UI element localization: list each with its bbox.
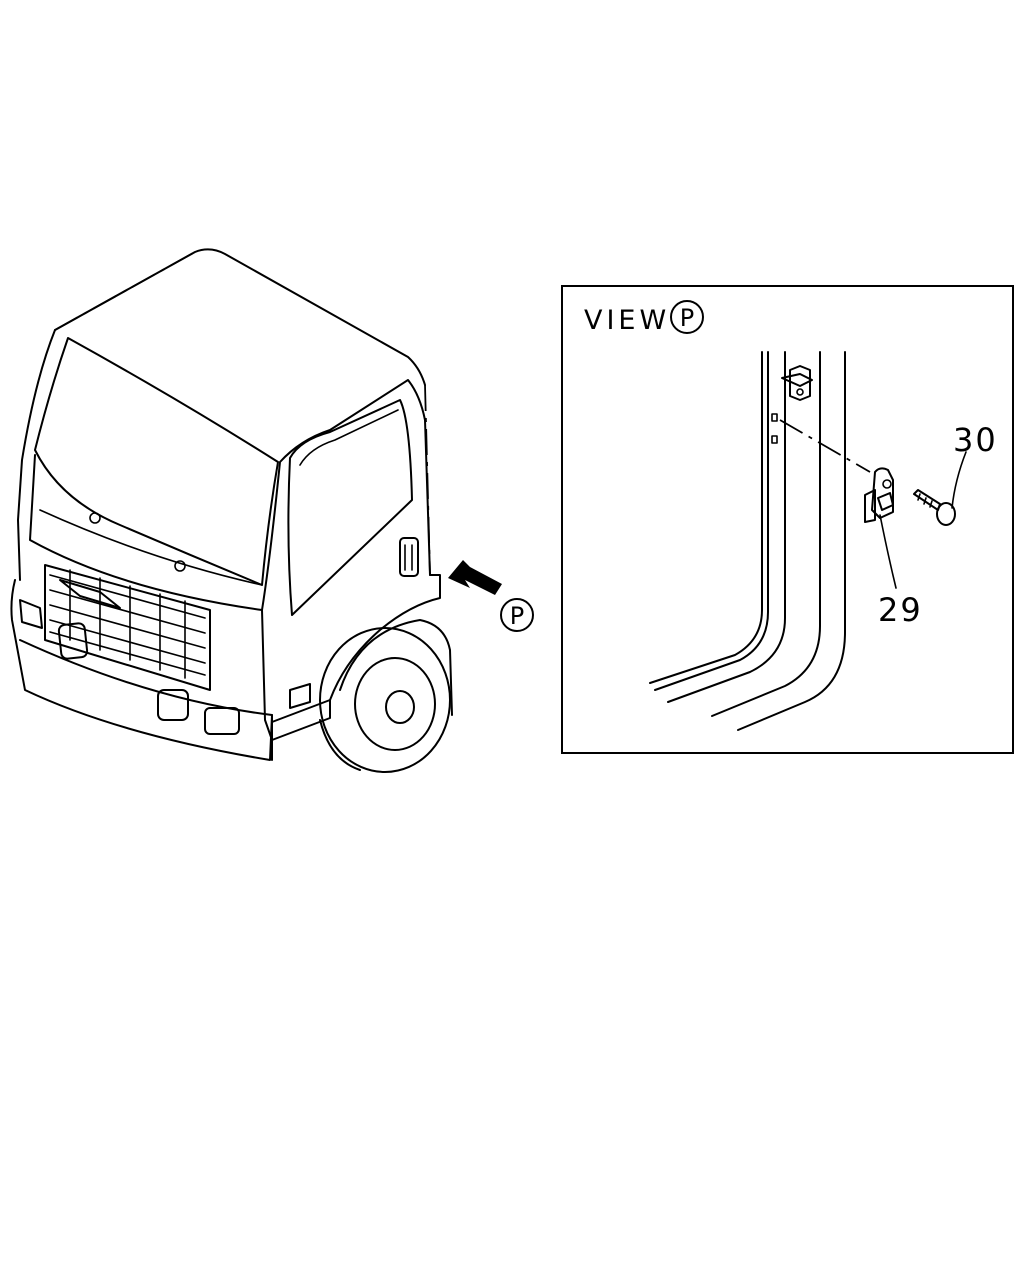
screw-part: [913, 489, 956, 526]
leader-line-29: [879, 514, 897, 589]
view-callout-letter: P: [510, 602, 524, 630]
door-bumper-part: [864, 467, 894, 523]
view-title-letter: P: [680, 304, 694, 332]
leader-line-30: [951, 451, 967, 509]
truck-cab-illustration: [10, 248, 453, 773]
view-callout: P: [500, 598, 534, 632]
view-title: VIEW: [584, 305, 670, 336]
assembly-centerline: [779, 419, 871, 473]
part-number-30: 30: [953, 421, 998, 459]
part-number-29: 29: [878, 591, 923, 629]
view-direction-arrow: [448, 560, 502, 595]
view-title-callout: P: [670, 300, 704, 334]
door-opening-frame: [649, 351, 846, 731]
detail-view-frame: [561, 285, 1014, 754]
